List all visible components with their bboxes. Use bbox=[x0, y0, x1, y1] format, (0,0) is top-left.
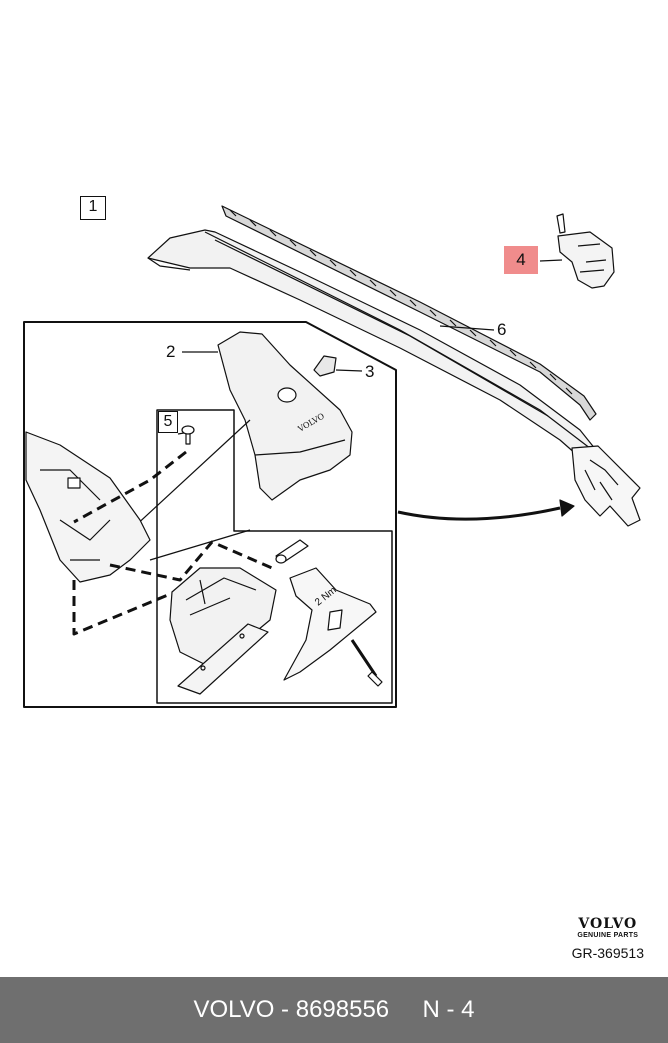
callout-box-1: 1 bbox=[80, 196, 106, 220]
callout-4-highlight: 4 bbox=[504, 246, 538, 274]
footer-sep: - bbox=[274, 996, 296, 1023]
clamp-bracket bbox=[283, 567, 377, 681]
small-screw bbox=[181, 425, 195, 445]
end-cap-cover bbox=[217, 331, 353, 501]
callout-6: 6 bbox=[497, 320, 507, 339]
clamp-bolt bbox=[350, 639, 383, 687]
seal-strip bbox=[221, 205, 597, 421]
callout-3: 3 bbox=[365, 362, 375, 381]
brand-tagline: GENUINE PARTS bbox=[577, 932, 639, 939]
footer-part-number: 8698556 bbox=[295, 996, 390, 1023]
footer-gap bbox=[389, 996, 422, 1024]
clamp-plate bbox=[177, 623, 269, 695]
rail-foot-bracket bbox=[25, 431, 151, 583]
detail-frame-5 bbox=[156, 409, 393, 704]
roof-rail bbox=[147, 229, 641, 527]
callout-2: 2 bbox=[166, 342, 176, 361]
brand-logo: VOLVO bbox=[578, 916, 638, 932]
assembly-arrow bbox=[397, 499, 575, 521]
guide-pin bbox=[275, 539, 309, 564]
leader-lines bbox=[119, 259, 563, 561]
footer-brand: VOLVO bbox=[193, 996, 275, 1023]
brand-logo-block: VOLVO GENUINE PARTS GR-369513 bbox=[572, 916, 644, 961]
plug-screw bbox=[313, 355, 337, 377]
assembly-dashes bbox=[72, 450, 273, 636]
footer-position: N - 4 bbox=[422, 996, 475, 1023]
footer-bar: VOLVO - 8698556 N - 4 bbox=[0, 977, 668, 1043]
part-4-connector bbox=[556, 213, 615, 289]
drawing-reference: GR-369513 bbox=[571, 945, 644, 961]
detail-frame bbox=[23, 321, 397, 708]
callout-box-5: 5 bbox=[158, 411, 178, 433]
